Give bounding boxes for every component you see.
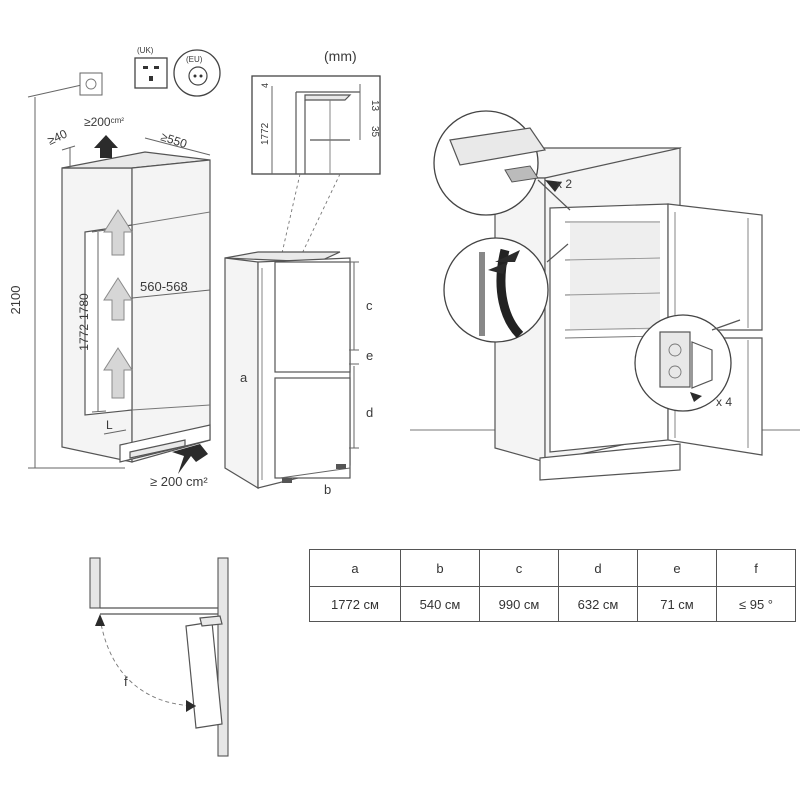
hinge-detail-top: x 2	[433, 110, 572, 216]
height-total-label: 2100	[8, 286, 23, 315]
vent-top-arrow-icon	[94, 135, 118, 158]
airflow-arrows-icon	[103, 209, 133, 399]
label-L: L	[106, 418, 113, 432]
niche-width-label: 560-568	[140, 279, 188, 294]
eu-socket-label: (EU)	[186, 55, 203, 64]
vent-top-unit: cm²	[111, 116, 125, 125]
table-cell-e: 71 см	[637, 586, 717, 622]
hinge-detail-bottom: x 4	[634, 314, 741, 412]
table-header-b: b	[400, 549, 480, 587]
seal-detail	[443, 237, 569, 343]
fridge-label-e: e	[366, 348, 373, 363]
door-angle-label: f	[124, 674, 128, 689]
multiplier-x2: x 2	[556, 177, 572, 191]
vent-bottom-arrow-icon	[172, 444, 208, 474]
fridge-label-d: d	[366, 405, 373, 420]
table-header-c: c	[479, 549, 559, 587]
door-angle-diagram: f	[89, 557, 229, 757]
width-min-label: ≥550	[159, 130, 189, 152]
table-cell-a: 1772 см	[309, 586, 401, 622]
detail-13-label: 13	[369, 100, 380, 112]
table-cell-b: 540 см	[400, 586, 480, 622]
table-header-row: a b c d e f	[309, 549, 796, 587]
table-header-f: f	[716, 549, 796, 587]
table-cell-d: 632 см	[558, 586, 638, 622]
wall-outlet-icon	[79, 72, 103, 96]
detail-1772-label: 1772	[260, 122, 271, 145]
detail-inset: (mm) 4 1772 13 35	[251, 48, 381, 285]
eu-socket-icon: (EU)	[173, 49, 221, 97]
fridge-front: a c e d b	[224, 251, 373, 497]
table-cell-f: ≤ 95 °	[716, 586, 796, 622]
table-header-e: e	[637, 549, 717, 587]
vent-top-label: ≥200	[84, 115, 111, 129]
table-cell-c: 990 см	[479, 586, 559, 622]
table-header-d: d	[558, 549, 638, 587]
niche-height-label: 1772-1780	[77, 293, 91, 351]
uk-socket-label: (UK)	[137, 46, 154, 55]
detail-35-label: 35	[369, 126, 380, 138]
uk-socket-icon: (UK)	[134, 46, 168, 89]
svg-text:≥200cm²: ≥200cm²	[84, 115, 124, 129]
niche-cabinet: 2100 ≥40 ≥200cm² ≥550 1772-1780	[8, 72, 211, 489]
table-row: 1772 см 540 см 990 см 632 см 71 см ≤ 95 …	[309, 586, 796, 622]
dimensions-table: a b c d e f 1772 см 540 см 990 см 632 см…	[309, 549, 796, 622]
fridge-label-b: b	[324, 482, 331, 497]
vent-bottom-label: ≥ 200 cm²	[150, 474, 208, 489]
multiplier-x4: x 4	[716, 395, 732, 409]
detail-4-label: 4	[260, 83, 270, 88]
fridge-label-c: c	[366, 298, 373, 313]
unit-label: (mm)	[324, 48, 357, 64]
depth-gap-label: ≥40	[45, 126, 69, 147]
table-header-a: a	[309, 549, 401, 587]
fridge-label-a: a	[240, 370, 248, 385]
